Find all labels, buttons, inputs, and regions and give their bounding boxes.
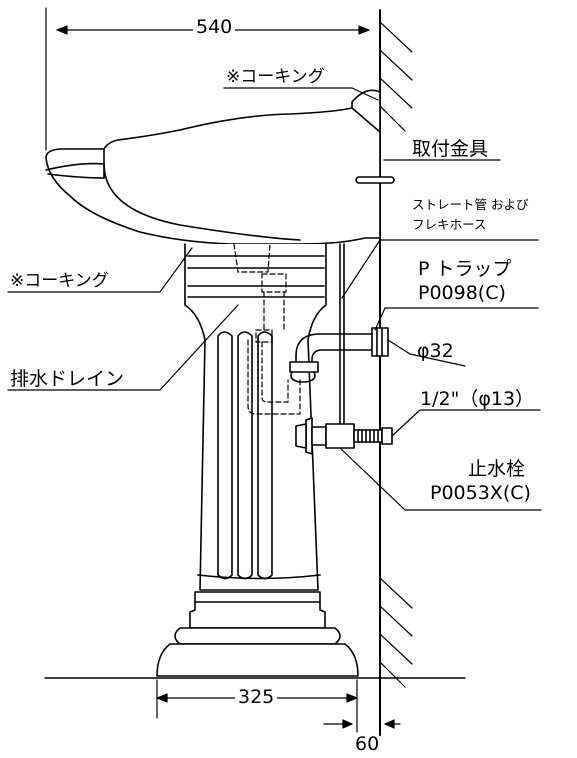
dimension-overall-width: 540 xyxy=(193,16,236,38)
stop-valve-name-label: 止水栓 xyxy=(468,458,526,480)
pipe-diameter-label: φ32 xyxy=(417,340,454,362)
p-trap xyxy=(289,327,389,383)
drain-label: 排水ドレイン xyxy=(10,368,125,390)
pipe-note-line2: フレキホース xyxy=(412,217,487,232)
pedestal-base xyxy=(156,591,359,677)
wall xyxy=(379,9,413,736)
hidden-drain-pipe xyxy=(233,243,301,415)
leader-lines xyxy=(7,87,542,511)
mounting-bracket-label: 取付金具 xyxy=(412,138,489,160)
basin xyxy=(45,107,381,245)
caulking-bottom-label: ※コーキング xyxy=(10,271,109,291)
pedestal xyxy=(184,243,327,591)
mounting-bracket xyxy=(355,176,395,184)
pipe-note-line1: ストレート管 および xyxy=(412,197,529,212)
stop-valve xyxy=(295,417,393,455)
dimension-wall-offset: 60 xyxy=(355,733,380,755)
caulking-top-label: ※コーキング xyxy=(226,67,325,87)
p-trap-code-label: P0098(C) xyxy=(418,282,506,304)
valve-size-label: 1/2"（φ13） xyxy=(420,388,535,410)
p-trap-name-label: P トラップ xyxy=(418,258,512,280)
stop-valve-code-label: P0053X(C) xyxy=(430,482,531,504)
dimension-base-width: 325 xyxy=(235,686,278,708)
